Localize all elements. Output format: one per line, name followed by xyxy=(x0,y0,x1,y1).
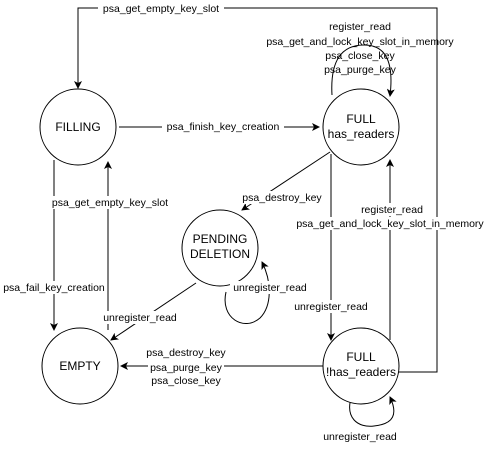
state-full-no-readers-line2: !has_readers xyxy=(326,365,396,379)
label-full-self-2: psa_get_and_lock_key_slot_in_memory xyxy=(266,36,454,48)
state-pending-deletion xyxy=(181,209,259,287)
label-fail-creation: psa_fail_key_creation xyxy=(3,282,105,294)
state-empty xyxy=(41,327,119,405)
label-unregister-self-noreaders: unregister_read xyxy=(323,431,397,443)
state-full-no-readers xyxy=(322,327,400,405)
state-empty-label: EMPTY xyxy=(59,359,100,373)
state-filling-label: FILLING xyxy=(55,120,100,134)
edge-get-empty-top xyxy=(74,7,438,373)
state-full-has-readers-line1: FULL xyxy=(346,112,376,126)
state-pending-line2: DELETION xyxy=(190,247,250,261)
label-destroy-pending: psa_destroy_key xyxy=(242,192,322,204)
label-noreaders-empty-2: psa_purge_key xyxy=(150,362,223,374)
state-filling xyxy=(39,88,117,166)
label-full-self-4: psa_purge_key xyxy=(324,64,397,76)
state-full-no-readers-line1: FULL xyxy=(346,350,376,364)
label-get-empty-mid: psa_get_empty_key_slot xyxy=(52,197,168,209)
state-pending-line1: PENDING xyxy=(193,232,248,246)
label-unregister-self-pending: unregister_read xyxy=(233,282,307,294)
label-get-empty-top: psa_get_empty_key_slot xyxy=(103,3,219,15)
label-full-self-1: register_read xyxy=(329,21,391,33)
label-full-self-3: psa_close_key xyxy=(325,50,395,62)
edge-noreaders-self-loop xyxy=(349,394,397,427)
edge-full-self-loop xyxy=(331,44,395,97)
label-finish-creation: psa_finish_key_creation xyxy=(167,121,280,133)
label-unregister-pending-empty: unregister_read xyxy=(103,312,177,324)
state-full-has-readers-line2: has_readers xyxy=(328,127,395,141)
label-noreaders-empty-1: psa_destroy_key xyxy=(146,347,226,359)
label-noreaders-empty-3: psa_close_key xyxy=(151,375,221,387)
state-full-has-readers xyxy=(322,88,400,166)
label-noreaders-to-full-2: psa_get_and_lock_key_slot_in_memory xyxy=(296,218,484,230)
label-unregister-full-noreaders: unregister_read xyxy=(294,301,368,313)
label-noreaders-to-full-1: register_read xyxy=(361,204,423,216)
